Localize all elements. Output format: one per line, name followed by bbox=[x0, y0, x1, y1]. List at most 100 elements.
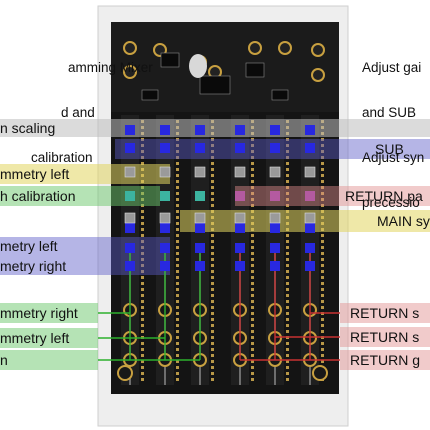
band-green-calibration bbox=[0, 186, 160, 206]
smd-pad bbox=[251, 348, 254, 351]
smd-pad bbox=[176, 282, 179, 285]
smd-pad bbox=[321, 246, 324, 249]
smd-pad bbox=[286, 282, 289, 285]
smd-pad bbox=[286, 138, 289, 141]
smd-pad bbox=[286, 168, 289, 171]
top-left-note: amming Mixer d and calibration bbox=[13, 30, 153, 180]
smd-pad bbox=[176, 360, 179, 363]
trimmer-blue bbox=[235, 125, 245, 135]
band-gray-scaling bbox=[0, 119, 430, 137]
smd-pad bbox=[141, 360, 144, 363]
smd-pad bbox=[321, 264, 324, 267]
smd-pad bbox=[176, 138, 179, 141]
smd-pad bbox=[176, 342, 179, 345]
smd-pad bbox=[141, 252, 144, 255]
smd-pad bbox=[176, 354, 179, 357]
smd-pad bbox=[211, 198, 214, 201]
label-symmetry-right-green: mmetry right bbox=[0, 305, 78, 321]
smd-pad bbox=[286, 372, 289, 375]
smd-pad bbox=[321, 204, 324, 207]
smd-pad bbox=[321, 180, 324, 183]
smd-pad bbox=[286, 366, 289, 369]
trimmer-marks bbox=[124, 125, 316, 271]
jack-socket bbox=[123, 41, 137, 55]
smd-pad bbox=[211, 150, 214, 153]
label-symmetry-left-blue: metry left bbox=[0, 238, 58, 254]
smd-pad bbox=[251, 156, 254, 159]
top-left-note-line: d and bbox=[61, 105, 95, 120]
smd-pad bbox=[176, 246, 179, 249]
smd-pad bbox=[321, 324, 324, 327]
smd-pad bbox=[176, 270, 179, 273]
smd-pad bbox=[321, 198, 324, 201]
trimmer-gray bbox=[304, 166, 316, 178]
trimmer-teal bbox=[125, 191, 135, 201]
smd-pad bbox=[321, 288, 324, 291]
smd-pad bbox=[286, 174, 289, 177]
smd-pad bbox=[251, 300, 254, 303]
smd-pad bbox=[176, 162, 179, 165]
smd-pad bbox=[251, 288, 254, 291]
smd-pad bbox=[286, 144, 289, 147]
smd-pad bbox=[176, 300, 179, 303]
smd-pad bbox=[141, 366, 144, 369]
trimmer-blue bbox=[305, 143, 315, 153]
band-red-return-pa bbox=[235, 186, 430, 206]
smd-pad bbox=[251, 282, 254, 285]
smd-pad bbox=[176, 150, 179, 153]
smd-pad bbox=[251, 180, 254, 183]
smd-pad bbox=[211, 276, 214, 279]
trimmer-gray bbox=[269, 166, 281, 178]
smd-pad bbox=[251, 354, 254, 357]
label-symmetry-right-blue: metry right bbox=[0, 258, 67, 274]
smd-pad bbox=[321, 144, 324, 147]
smd-pad bbox=[211, 264, 214, 267]
trimmer-gray bbox=[234, 166, 246, 178]
smd-pad bbox=[176, 222, 179, 225]
smd-pad bbox=[176, 378, 179, 381]
smd-pad bbox=[251, 204, 254, 207]
smd-pad bbox=[251, 198, 254, 201]
smd-pad bbox=[141, 342, 144, 345]
smd-pad bbox=[176, 234, 179, 237]
smd-pad bbox=[211, 306, 214, 309]
trimmer-blue bbox=[305, 125, 315, 135]
smd-pad bbox=[211, 252, 214, 255]
label-return-g: RETURN g bbox=[350, 352, 421, 368]
smd-pad bbox=[141, 270, 144, 273]
smd-pad bbox=[251, 258, 254, 261]
smd-pad bbox=[321, 276, 324, 279]
trimmer-blue bbox=[125, 125, 135, 135]
trimmer-gray bbox=[269, 212, 281, 224]
smd-pad bbox=[176, 366, 179, 369]
smd-pad bbox=[321, 294, 324, 297]
smd-pad bbox=[141, 228, 144, 231]
trimmer-blue bbox=[195, 125, 205, 135]
top-right-note-line: precessio bbox=[362, 195, 420, 210]
smd-pad bbox=[141, 150, 144, 153]
smd-pad bbox=[286, 192, 289, 195]
trimmer-blue bbox=[235, 243, 245, 253]
trimmer-gray bbox=[159, 166, 171, 178]
smd-pad bbox=[321, 192, 324, 195]
smd-pad bbox=[286, 240, 289, 243]
smd-pad bbox=[211, 312, 214, 315]
smd-pad bbox=[321, 240, 324, 243]
smd-pad bbox=[176, 318, 179, 321]
smd-pad bbox=[211, 138, 214, 141]
smd-pad bbox=[286, 156, 289, 159]
smd-pad bbox=[176, 264, 179, 267]
smd-pad bbox=[211, 288, 214, 291]
smd-pad bbox=[286, 330, 289, 333]
label-symmetry-left-yellow: mmetry left bbox=[0, 166, 70, 182]
upper-components bbox=[123, 41, 325, 101]
smd-pad bbox=[286, 162, 289, 165]
smd-pad bbox=[321, 348, 324, 351]
trimmer-magenta bbox=[305, 191, 315, 201]
smd-pad bbox=[211, 324, 214, 327]
smd-pad bbox=[286, 348, 289, 351]
smd-pad bbox=[251, 162, 254, 165]
smd-pad bbox=[211, 180, 214, 183]
smd-pad bbox=[141, 234, 144, 237]
smd-pad bbox=[251, 318, 254, 321]
